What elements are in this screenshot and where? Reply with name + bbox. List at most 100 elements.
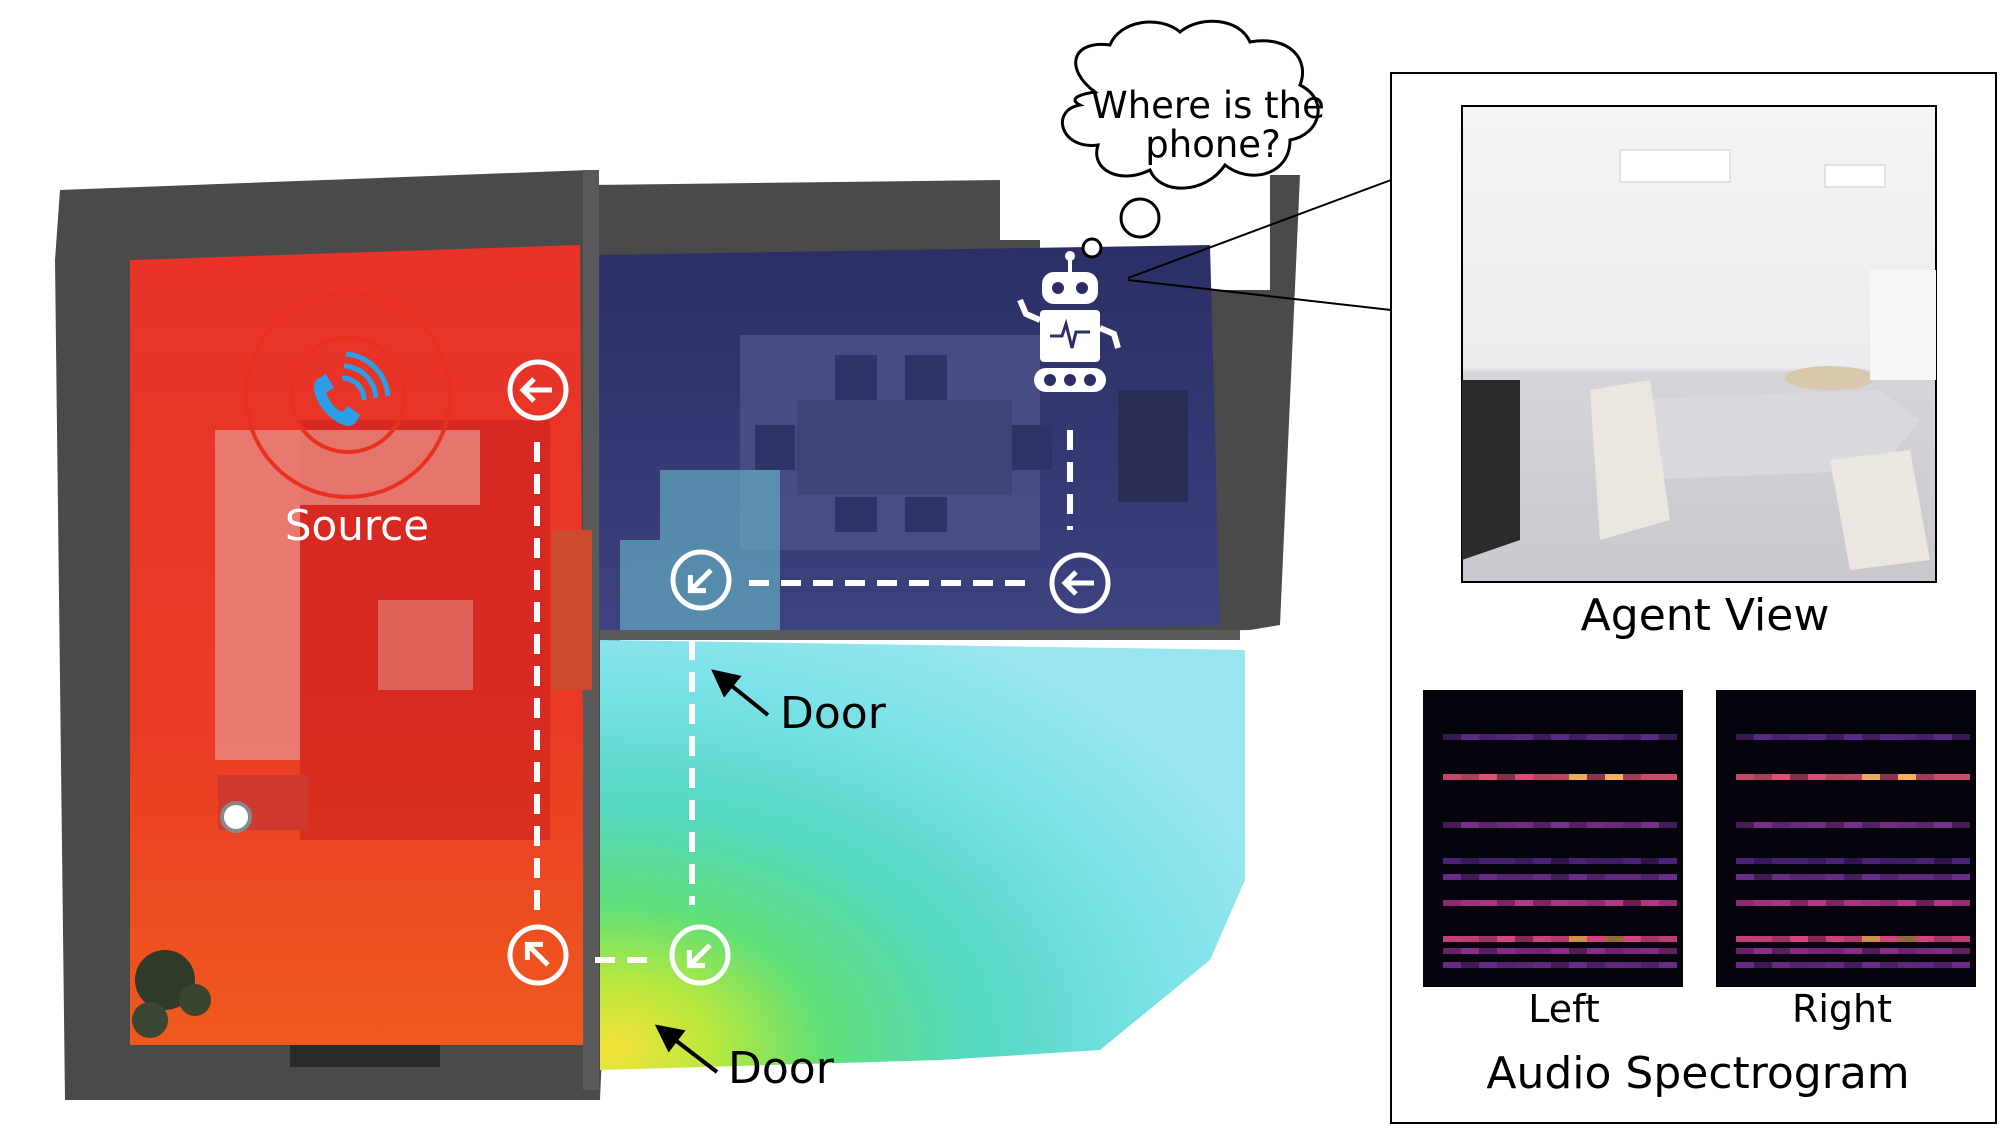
spectrogram-cell <box>1605 936 1623 942</box>
spectrogram-cell <box>1551 734 1569 740</box>
spectrogram-cell <box>1772 962 1790 968</box>
spectrogram-cell <box>1934 858 1952 864</box>
spectrogram-cell <box>1808 858 1826 864</box>
spectrogram-cell <box>1808 874 1826 880</box>
thought-cloud-icon <box>1061 19 1320 259</box>
spectrogram-cell <box>1461 734 1479 740</box>
spectrogram-cell <box>1862 822 1880 828</box>
spectrogram-cell <box>1479 858 1497 864</box>
spectrogram-cell <box>1569 948 1587 954</box>
spectrogram-cell <box>1443 900 1461 906</box>
spectrogram-cell <box>1934 936 1952 942</box>
spectrogram-cell <box>1934 948 1952 954</box>
spectrogram-cell <box>1551 948 1569 954</box>
spectrogram-cell <box>1461 874 1479 880</box>
spectrogram-cell <box>1808 936 1826 942</box>
spectrogram-cell <box>1587 936 1605 942</box>
spectrogram-cell <box>1515 874 1533 880</box>
spectrogram-cell <box>1659 774 1677 780</box>
spectrogram-cell <box>1587 874 1605 880</box>
spectrogram-cell <box>1790 822 1808 828</box>
spectrogram-cell <box>1880 734 1898 740</box>
arrow-icon <box>669 924 731 986</box>
spectrogram-cell <box>1736 822 1754 828</box>
spectrogram-cell <box>1790 948 1808 954</box>
spectrogram-cell <box>1587 900 1605 906</box>
spectrogram-cell <box>1659 734 1677 740</box>
arrow-icon <box>507 359 569 421</box>
spectrogram-cell <box>1754 900 1772 906</box>
spectrogram-cell <box>1497 734 1515 740</box>
spectrogram-right <box>1716 690 1976 987</box>
spectrogram-cell <box>1754 962 1772 968</box>
spectrogram-cell <box>1479 936 1497 942</box>
spectrogram-cell <box>1659 936 1677 942</box>
spectrogram-cell <box>1569 874 1587 880</box>
spectrogram-cell <box>1551 962 1569 968</box>
spectrogram-cell <box>1569 822 1587 828</box>
spectrogram-cell <box>1461 948 1479 954</box>
spectrogram-cell <box>1898 936 1916 942</box>
spectrogram-cell <box>1443 962 1461 968</box>
spectrogram-cell <box>1772 858 1790 864</box>
spectrogram-cell <box>1754 948 1772 954</box>
spectrogram-cell <box>1587 962 1605 968</box>
spectrogram-cell <box>1479 948 1497 954</box>
spectrogram-cell <box>1790 962 1808 968</box>
spectrogram-cell <box>1826 734 1844 740</box>
spectrogram-cell <box>1497 874 1515 880</box>
spectrogram-cell <box>1443 936 1461 942</box>
spectrogram-cell <box>1569 900 1587 906</box>
spectrogram-cell <box>1772 948 1790 954</box>
spectrogram-cell <box>1659 962 1677 968</box>
spectrogram-cell <box>1772 822 1790 828</box>
spectrogram-cell <box>1862 962 1880 968</box>
spectrogram-cell <box>1880 774 1898 780</box>
spectrogram-cell <box>1551 774 1569 780</box>
spectrogram-cell <box>1515 822 1533 828</box>
spectrogram-cell <box>1790 774 1808 780</box>
agent-view-label: Agent View <box>1581 590 1830 641</box>
spectrogram-cell <box>1754 774 1772 780</box>
spectrogram-cell <box>1772 734 1790 740</box>
spectrogram-cell <box>1934 874 1952 880</box>
spectrogram-cell <box>1844 822 1862 828</box>
source-label: Source <box>285 501 429 550</box>
navigation-path <box>534 430 1073 963</box>
spectrogram-cell <box>1808 948 1826 954</box>
spectrogram-cell <box>1844 962 1862 968</box>
spectrogram-cell <box>1479 962 1497 968</box>
spectrogram-cell <box>1952 900 1970 906</box>
spectrogram-cell <box>1623 774 1641 780</box>
spectrogram-cell <box>1736 858 1754 864</box>
heat-leak <box>620 470 780 640</box>
spectrogram-cell <box>1898 948 1916 954</box>
spectrogram-cell <box>1515 948 1533 954</box>
spectrogram-cell <box>1533 774 1551 780</box>
robot-vacuum <box>220 801 252 833</box>
spectrogram-cell <box>1772 874 1790 880</box>
spectrogram-cell <box>1916 962 1934 968</box>
spectrogram-cell <box>1916 822 1934 828</box>
left-label: Left <box>1528 987 1600 1031</box>
spectrogram-cell <box>1623 734 1641 740</box>
spectrogram-cell <box>1790 874 1808 880</box>
spectrogram-cell <box>1736 734 1754 740</box>
spectrogram-cell <box>1862 900 1880 906</box>
spectrogram-cell <box>1551 936 1569 942</box>
spectrogram-cell <box>1533 874 1551 880</box>
spectrogram-cell <box>1826 936 1844 942</box>
spectrogram-cell <box>1736 874 1754 880</box>
spectrogram-cell <box>1916 948 1934 954</box>
spectrogram-cell <box>1790 858 1808 864</box>
spectrogram-cell <box>1533 962 1551 968</box>
spectrogram-cell <box>1844 734 1862 740</box>
spectrogram-cell <box>1461 774 1479 780</box>
spectrogram-cell <box>1844 948 1862 954</box>
spectrogram-cell <box>1497 822 1515 828</box>
thought-text-line1: Where is the <box>1091 84 1325 127</box>
arrow-icon <box>670 549 732 611</box>
spectrogram-left <box>1423 690 1683 987</box>
spectrogram-cell <box>1641 874 1659 880</box>
spectrogram-cell <box>1898 858 1916 864</box>
